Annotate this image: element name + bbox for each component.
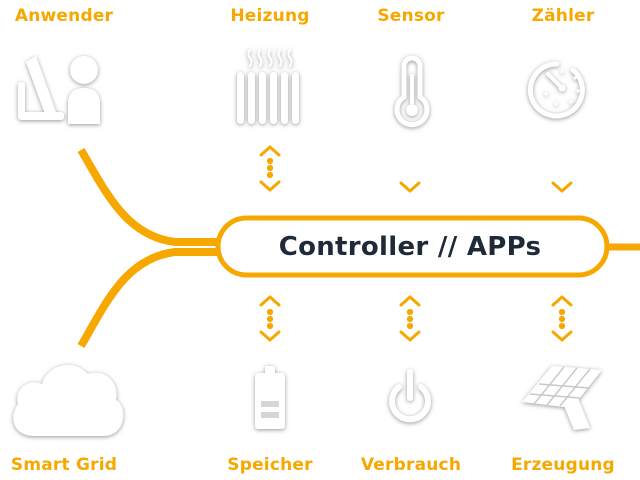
controller-label: Controller // APPs (278, 232, 542, 262)
cloud-icon (13, 364, 124, 436)
arrow-erzeugung (551, 295, 573, 342)
line-smartgrid (77, 248, 225, 349)
arrow-zaehler (551, 181, 573, 193)
battery-icon (255, 366, 285, 429)
arrow-heizung (259, 145, 281, 192)
label-smartgrid: Smart Grid (10, 455, 118, 475)
arrow-verbrauch (399, 295, 421, 342)
label-zaehler: Zähler (531, 6, 595, 26)
label-sensor: Sensor (377, 6, 445, 26)
arrows (259, 145, 573, 342)
thermometer-icon (394, 55, 430, 128)
label-speicher: Speicher (227, 455, 313, 475)
solar-panel-icon (522, 366, 602, 430)
battery-levels (261, 401, 279, 418)
meter-icon (527, 61, 585, 119)
label-erzeugung: Erzeugung (511, 455, 615, 475)
user-at-computer-icon (18, 56, 100, 124)
arrow-speicher (259, 295, 281, 342)
power-icon (389, 369, 431, 423)
label-anwender: Anwender (14, 6, 114, 26)
connector-lines (77, 147, 640, 349)
controller-box (215, 215, 610, 278)
label-heizung: Heizung (230, 6, 310, 26)
line-anwender (77, 147, 225, 246)
arrow-sensor (399, 181, 421, 193)
radiator-icon (237, 48, 299, 124)
label-verbrauch: Verbrauch (360, 455, 462, 475)
